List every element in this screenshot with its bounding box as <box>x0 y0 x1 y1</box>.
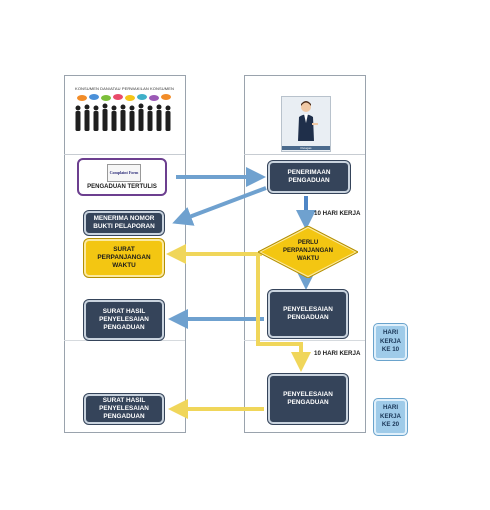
crowd-illustration <box>75 94 171 131</box>
lane-divider <box>64 154 185 155</box>
officer-caption: Petugas <box>282 146 330 150</box>
complaint-form-card: Complaint Form PENGADUAN TERTULIS <box>77 158 167 196</box>
penyelesaian-pengaduan-box-1: PENYELESAIAN PENGADUAN <box>268 290 348 338</box>
surat-hasil-box-1: SURAT HASIL PENYELESAIAN PENGADUAN <box>84 300 164 340</box>
surat-perpanjangan-box: SURAT PERPANJANGAN WAKTU <box>84 239 164 277</box>
speech-bubbles <box>77 94 171 101</box>
penerimaan-pengaduan-box: PENERIMAAN PENGADUAN <box>268 161 350 193</box>
day-badge-10: HARI KERJA KE 10 <box>374 324 407 360</box>
lane-divider <box>244 154 365 155</box>
surat-hasil-box-2: SURAT HASIL PENYELESAIAN PENGADUAN <box>84 394 164 424</box>
day-badge-20: HARI KERJA KE 20 <box>374 399 407 435</box>
decision-label: PERLU PERPANJANGAN WAKTU <box>283 240 333 262</box>
arrow-diamond-to-penyelesaian-2 <box>256 255 311 372</box>
complaint-form-image-text: Complaint Form <box>109 169 139 175</box>
kerja-label-2: 10 HARI KERJA <box>314 350 361 357</box>
penyelesaian-pengaduan-box-2: PENYELESAIAN PENGADUAN <box>268 374 348 424</box>
lane-divider <box>244 340 365 341</box>
arrow-penerimaan-to-nomor <box>172 186 267 226</box>
complaint-form-label: PENGADUAN TERTULIS <box>87 184 157 190</box>
people-silhouettes <box>75 103 171 131</box>
consumer-lane-title: KONSUMEN DAN/ATAU PERWAKILAN KONSUMEN <box>75 86 174 91</box>
complaint-form-image: Complaint Form <box>107 164 141 182</box>
officer-figure <box>298 101 318 141</box>
officer-illustration: Petugas <box>281 96 331 152</box>
nomor-bukti-box: MENERIMA NOMOR BUKTI PELAPORAN <box>84 211 164 235</box>
lane-divider <box>64 340 185 341</box>
kerja-label-1: 10 HARI KERJA <box>314 210 361 217</box>
decision-diamond <box>258 226 358 278</box>
